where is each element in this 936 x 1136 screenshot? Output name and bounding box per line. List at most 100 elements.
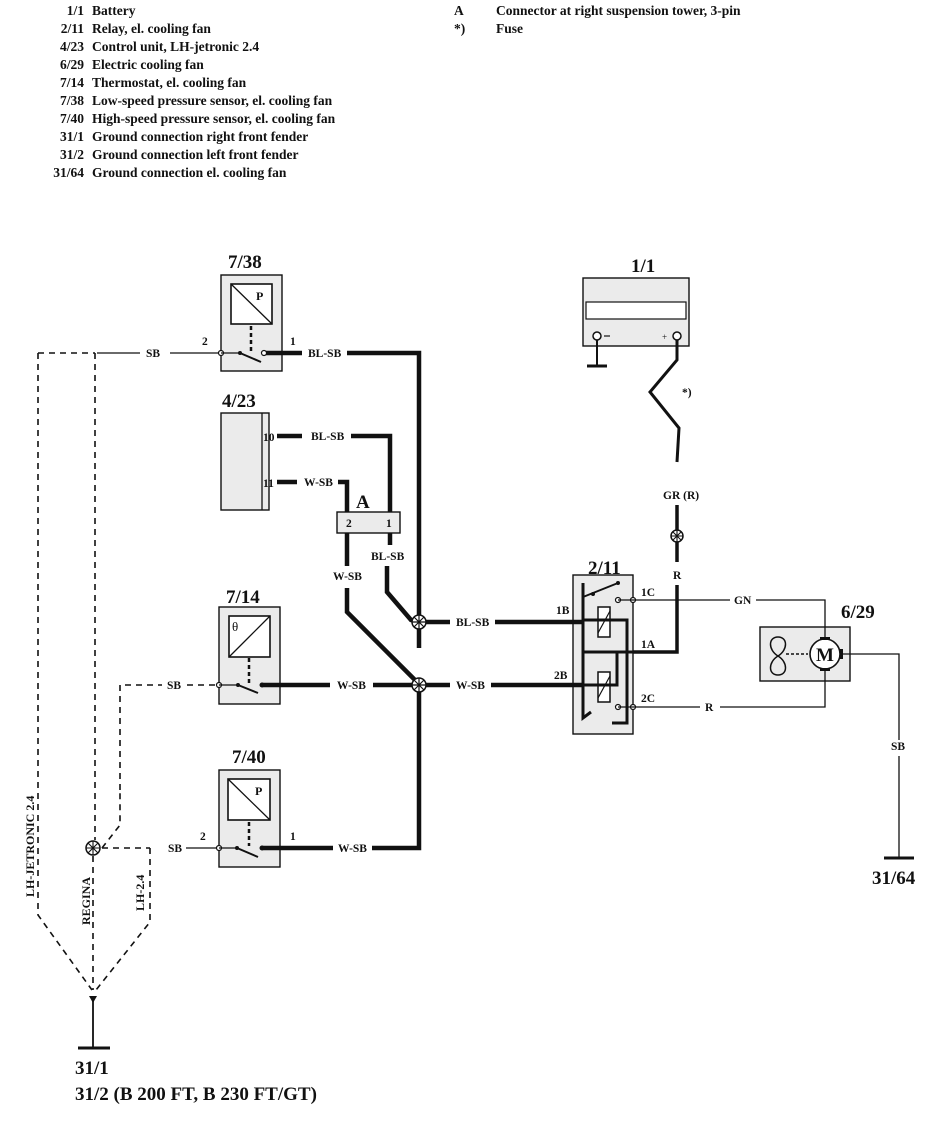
component-label: 2/11 <box>588 558 621 579</box>
legend-label: Thermostat, el. cooling fan <box>92 75 247 90</box>
coil-mark <box>597 675 611 699</box>
legend-label: Ground connection left front fender <box>92 147 299 162</box>
wire-714: SB W-SB <box>119 680 419 790</box>
wire-label: BL-SB <box>311 431 345 443</box>
wire-423-11: W-SB <box>277 477 350 512</box>
wire-738-left: SB <box>38 348 219 360</box>
component-label: 7/38 <box>228 252 262 273</box>
variant-label: REGINA <box>79 877 93 925</box>
wire-label: W-SB <box>337 680 366 692</box>
legend-code: 31/64 <box>53 165 84 180</box>
connector-a: A 2 1 <box>336 492 401 534</box>
legend-row: A Connector at right suspension tower, 3-… <box>452 2 741 20</box>
wire-segment <box>720 670 826 708</box>
legend-label: Control unit, LH-jetronic 2.4 <box>92 39 260 54</box>
negative-terminal <box>592 331 602 341</box>
relay-contact <box>616 581 620 585</box>
splice-junction-1 <box>411 614 427 630</box>
legend-label: Connector at right suspension tower, 3-p… <box>496 3 741 18</box>
motor-brush <box>820 668 830 671</box>
wire-segment <box>347 350 422 648</box>
legend-label: Battery <box>92 3 136 18</box>
connector-housing <box>336 511 401 534</box>
wire-to-1b: BL-SB <box>419 617 583 629</box>
wire-label: SB <box>168 843 182 855</box>
component-label: 1/1 <box>631 256 655 277</box>
legend-label: Ground connection el. cooling fan <box>92 165 287 180</box>
notes-legend: A Connector at right suspension tower, 3-… <box>452 2 741 38</box>
component-7-40: 7/40 P 2 1 <box>200 747 296 868</box>
legend-label: Ground connection right front fender <box>92 129 309 144</box>
wire-segment <box>842 653 900 740</box>
legend-label: Fuse <box>496 21 523 36</box>
wire-740: SB W-SB <box>102 685 422 855</box>
switch-contact <box>236 847 259 858</box>
wire-segment <box>633 585 679 654</box>
wire-label: BL-SB <box>371 551 405 563</box>
wire-423-10: BL-SB <box>277 431 393 512</box>
wire-label: W-SB <box>456 680 485 692</box>
pin-label: 2 <box>200 831 206 843</box>
wire-segment <box>344 588 421 686</box>
legend-label: Electric cooling fan <box>92 57 204 72</box>
wire-dashed <box>119 684 162 790</box>
pin-label: 2C <box>641 693 655 705</box>
wire-label: W-SB <box>338 843 367 855</box>
component-label: 7/14 <box>226 587 260 608</box>
theta-symbol: θ <box>232 619 238 634</box>
component-1-1: 1/1 + *) <box>582 256 692 463</box>
pin-label: 1A <box>641 639 656 651</box>
pin-label: 1 <box>290 336 296 348</box>
positive-terminal <box>672 331 682 341</box>
ground-label: 31/2 (B 200 FT, B 230 FT/GT) <box>75 1084 317 1105</box>
splice-spokes <box>412 678 426 692</box>
wire-battery-feed: GR (R) R <box>633 490 699 654</box>
wire-r-bottom: R <box>618 670 826 714</box>
legend-code: 7/38 <box>59 93 84 108</box>
sensor-diagonal <box>227 778 271 821</box>
pin-label: 10 <box>263 432 275 444</box>
variant-routes: LH-JETRONIC 2.4 REGINA LH-2.4 31/1 31/2 … <box>23 353 317 1105</box>
component-housing <box>220 412 270 511</box>
relay-common-bus <box>581 583 592 721</box>
legend-label: Relay, el. cooling fan <box>92 21 211 36</box>
pressure-symbol: P <box>255 784 262 798</box>
component-label: 4/23 <box>222 391 256 412</box>
legend-row: 6/29 Electric cooling fan <box>22 56 335 74</box>
legend-code: *) <box>454 21 466 36</box>
ground-label: 31/1 <box>75 1058 109 1079</box>
pin-label: 1 <box>290 831 296 843</box>
fuse-wire <box>648 340 681 463</box>
legend-row: 7/14 Thermostat, el. cooling fan <box>22 74 335 92</box>
legend-code: 7/14 <box>59 75 84 90</box>
legend-code: 7/40 <box>59 111 84 126</box>
terminal <box>260 349 268 357</box>
route-lh-jetronic <box>37 353 93 991</box>
pin-label: 1 <box>386 518 392 530</box>
wire-label: BL-SB <box>456 617 490 629</box>
legend-code: 6/29 <box>59 57 84 72</box>
splice-spokes <box>671 530 683 542</box>
wire-gn: GN <box>618 595 826 639</box>
wire-segment <box>372 685 422 851</box>
legend-code: 4/23 <box>59 39 84 54</box>
component-4-23: 4/23 10 11 <box>220 391 275 511</box>
wire-label: BL-SB <box>308 348 342 360</box>
connector-label: A <box>356 492 370 513</box>
switch-contact <box>237 684 259 694</box>
variant-label: LH-2.4 <box>133 875 147 911</box>
wire-a1-down: BL-SB <box>371 533 420 625</box>
plus-sign: + <box>662 332 667 342</box>
wire-label: GR (R) <box>663 490 699 502</box>
wire-segment <box>351 433 393 512</box>
pin-label: 2B <box>554 670 568 682</box>
legend-code: A <box>454 3 464 18</box>
component-label: 7/40 <box>232 747 266 768</box>
wire-label: SB <box>891 741 905 753</box>
arrow-icon <box>89 996 97 1003</box>
